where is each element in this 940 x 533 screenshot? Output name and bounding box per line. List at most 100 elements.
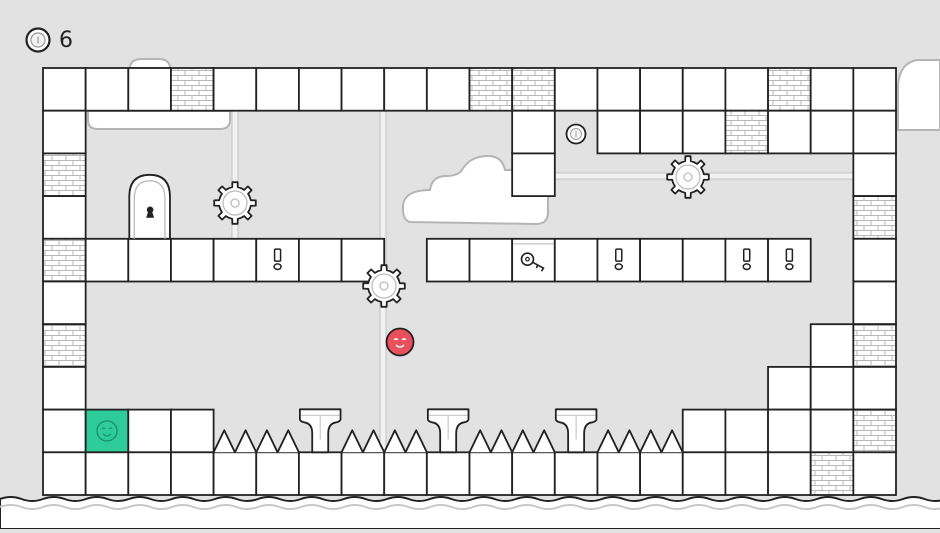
tile-grid [42, 67, 897, 496]
wall-tile [468, 451, 514, 496]
wall-tile [340, 451, 386, 496]
spike [340, 429, 364, 453]
wall-tile [383, 67, 428, 112]
wall-tile [212, 237, 258, 283]
wall-tile [681, 451, 727, 496]
keyhole-icon [146, 206, 155, 218]
wall-tile [42, 195, 87, 240]
locked-door[interactable] [128, 173, 171, 240]
wall-tile [42, 67, 87, 112]
brick-tile [852, 323, 897, 368]
spike [383, 429, 407, 453]
red-smiley-ball [385, 327, 415, 357]
gear-right [666, 155, 710, 199]
wall-tile [809, 323, 855, 368]
spike [617, 429, 641, 453]
wall-tile [767, 451, 812, 496]
switch-block [724, 237, 769, 283]
piston-3 [554, 408, 598, 454]
wall-tile [553, 451, 599, 496]
hud-coin-counter: 6 [25, 25, 73, 55]
brick-tile [809, 451, 855, 496]
wall-tile [639, 67, 684, 112]
wall-tile [425, 237, 471, 283]
switch-block [596, 237, 642, 283]
wall-tile [596, 451, 642, 496]
wall-tile [767, 109, 812, 155]
wall-tile [511, 451, 556, 496]
wall-tile [255, 67, 300, 112]
spike [212, 429, 236, 453]
exclamation-icon [273, 248, 282, 271]
wall-tile [852, 109, 897, 155]
key-block [511, 237, 556, 283]
wall-tile [84, 237, 130, 283]
spike [596, 429, 620, 453]
wall-tile [809, 408, 855, 454]
wall-tile [639, 109, 684, 155]
spike [362, 429, 386, 453]
wall-tile [852, 152, 897, 197]
wall-tile [170, 237, 215, 283]
coin-icon [25, 27, 51, 53]
wall-tile [170, 408, 215, 454]
wall-tile [297, 237, 343, 283]
cloud [87, 110, 231, 130]
brick-tile [852, 408, 897, 454]
spike [511, 429, 535, 453]
wall-tile [127, 451, 172, 496]
hazards [212, 408, 684, 454]
wall-tile [212, 451, 258, 496]
brick-tile [170, 67, 215, 112]
ground-wave [0, 496, 940, 530]
cloud [128, 58, 172, 69]
wall-tile [468, 237, 514, 283]
wall-tile [809, 109, 855, 155]
brick-tile [468, 67, 514, 112]
wall-tile [767, 365, 812, 411]
objects [128, 123, 710, 357]
spike [639, 429, 663, 453]
wall-tile [596, 109, 642, 155]
spikes-3 [468, 429, 556, 453]
spikes-4 [596, 429, 684, 453]
gear-left [213, 181, 257, 225]
wall-tile [511, 109, 556, 155]
wall-tile [724, 408, 769, 454]
wall-tile [42, 280, 87, 326]
wall-tile [681, 237, 727, 283]
wall-tile [425, 451, 471, 496]
wall-tile [639, 451, 684, 496]
spike [532, 429, 556, 453]
brick-tile [724, 109, 769, 155]
wall-tile [852, 451, 897, 496]
wall-tile [127, 408, 172, 454]
smiley-face-icon [96, 420, 118, 442]
exclamation-icon [785, 248, 794, 271]
wall-tile [852, 237, 897, 283]
coin-count: 6 [59, 27, 73, 53]
spike [234, 429, 258, 453]
wall-tile [681, 109, 727, 155]
wall-tile [681, 408, 727, 454]
switch-block [255, 237, 300, 283]
wall-tile [340, 67, 386, 112]
brick-tile [42, 323, 87, 368]
spike [255, 429, 279, 453]
cloud [897, 59, 940, 131]
wall-tile [553, 237, 599, 283]
piston-1 [299, 408, 342, 454]
wall-tile [42, 408, 87, 454]
wall-tile [42, 451, 87, 496]
player [84, 408, 130, 454]
spike [660, 429, 684, 453]
wall-tile [724, 67, 769, 112]
wall-tile [724, 451, 769, 496]
exclamation-icon [614, 248, 624, 271]
wall-tile [767, 408, 812, 454]
brick-tile [511, 67, 556, 112]
wall-tile [553, 67, 599, 112]
wall-tile [84, 451, 130, 496]
